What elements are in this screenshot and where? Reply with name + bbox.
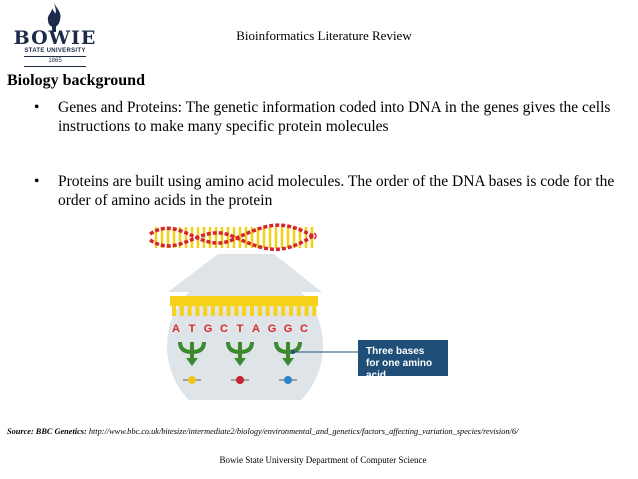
logo-rule — [24, 56, 86, 57]
comb-tooth — [195, 306, 200, 316]
comb-tooth — [242, 306, 247, 316]
helix-strand — [149, 231, 317, 251]
comb-tooth — [203, 306, 208, 316]
bullet-text: Genes and Proteins: The genetic informat… — [58, 99, 611, 135]
source-citation: Source: BBC Genetics: http://www.bbc.co.… — [7, 426, 518, 437]
base-letter: C — [300, 323, 308, 335]
logo-rule — [24, 66, 86, 67]
logo-year: 1865 — [48, 58, 62, 64]
comb-tooth — [211, 306, 215, 316]
slide-footer: Bowie State University Department of Com… — [219, 455, 427, 465]
comb-tooth — [312, 306, 317, 316]
gene-comb — [170, 296, 318, 306]
source-url[interactable]: http://www.bbc.co.uk/bitesize/intermedia… — [88, 427, 519, 436]
comb-tooth — [273, 306, 278, 316]
source-label: Source: BBC Genetics: — [7, 427, 87, 436]
comb-tooth — [265, 306, 270, 316]
comb-tooth — [281, 306, 286, 316]
base-letter: A — [172, 323, 180, 335]
torch-flame-icon — [47, 3, 61, 32]
base-letter: C — [220, 323, 228, 335]
logo-subtitle: STATE UNIVERSITY — [24, 48, 86, 54]
bullet-marker: • — [34, 99, 40, 116]
codon-arrow-icon — [178, 341, 206, 366]
helix-strand — [149, 223, 317, 245]
comb-tooth — [289, 306, 293, 316]
amino-acid-dot — [188, 376, 196, 384]
base-letter: G — [268, 323, 277, 335]
comb-tooth — [296, 306, 301, 316]
amino-acid-dot — [284, 376, 292, 384]
base-letter: A — [252, 323, 260, 335]
codon-arrow-icon — [226, 341, 254, 366]
slide-heading: Biology background — [7, 72, 145, 89]
comb-tooth — [172, 306, 176, 316]
comb-tooth — [179, 306, 184, 316]
university-logo: BOWIE STATE UNIVERSITY 1865 — [12, 2, 98, 70]
bullet-marker: • — [34, 173, 40, 190]
comb-tooth — [187, 306, 192, 316]
slide-header-title: Bioinformatics Literature Review — [236, 28, 412, 43]
logo-wordmark: BOWIE — [13, 27, 97, 49]
base-letter: T — [189, 323, 196, 335]
amino-acid-dot — [236, 376, 244, 384]
comb-tooth — [234, 306, 239, 316]
comb-tooth — [250, 306, 254, 316]
comb-tooth — [218, 306, 223, 316]
gene-comb-teeth — [172, 306, 317, 316]
bullet-text: Proteins are built using amino acid mole… — [58, 173, 615, 209]
base-letter: T — [237, 323, 244, 335]
comb-tooth — [257, 306, 262, 316]
base-letter: G — [204, 323, 213, 335]
codon-arrow-icon — [274, 341, 302, 366]
callout-box: Three bases for one amino acid — [358, 340, 448, 381]
comb-tooth — [304, 306, 309, 316]
comb-tooth — [226, 306, 231, 316]
base-letter: G — [284, 323, 293, 335]
